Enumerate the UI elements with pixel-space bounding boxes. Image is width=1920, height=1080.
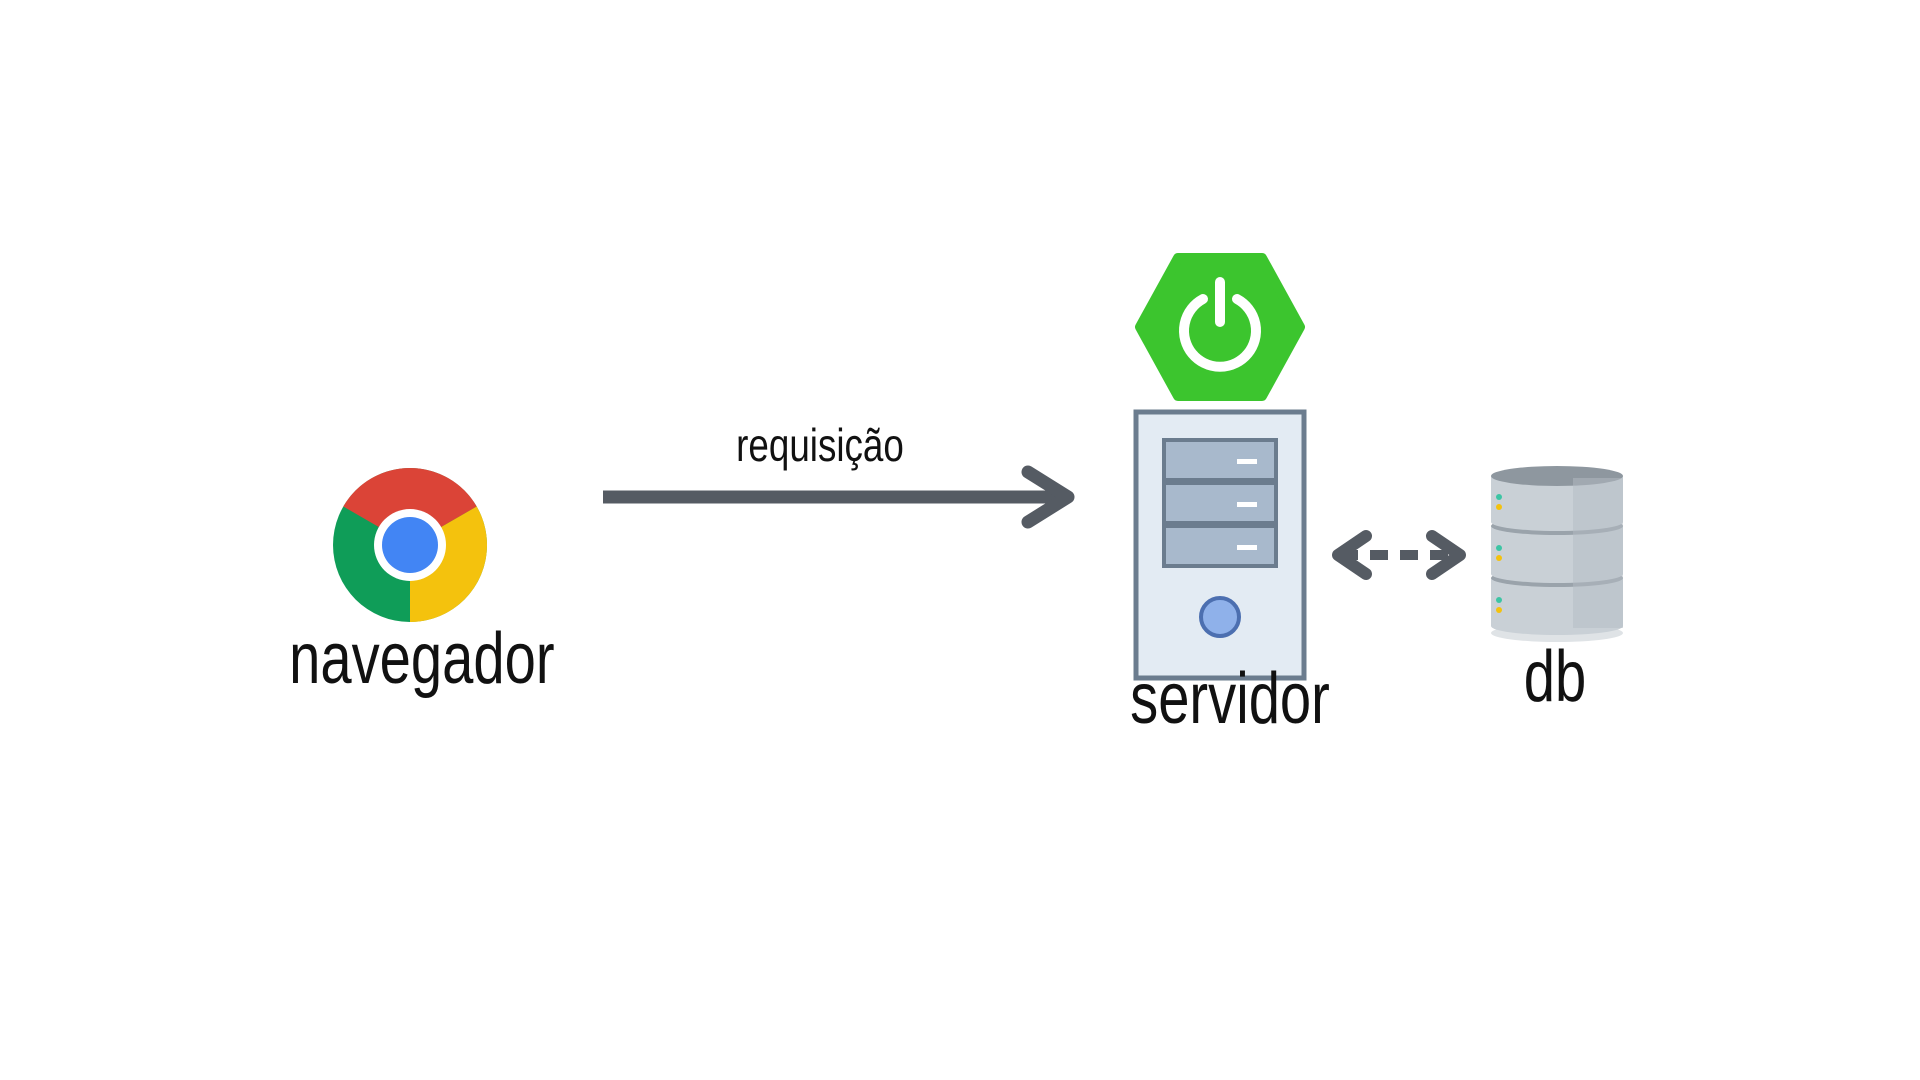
request-edge-label: requisição [736, 419, 904, 471]
request-arrow [603, 465, 1075, 529]
server-label: servidor [1130, 659, 1330, 739]
browser-label: navegador [289, 619, 555, 699]
spring-boot-power-icon [1135, 253, 1305, 401]
chrome-logo-icon [333, 467, 488, 622]
database-cylinder-icon [1491, 466, 1623, 642]
server-db-arrow [1332, 530, 1466, 580]
database-label: db [1523, 637, 1587, 717]
server-tower-icon [1133, 409, 1307, 681]
